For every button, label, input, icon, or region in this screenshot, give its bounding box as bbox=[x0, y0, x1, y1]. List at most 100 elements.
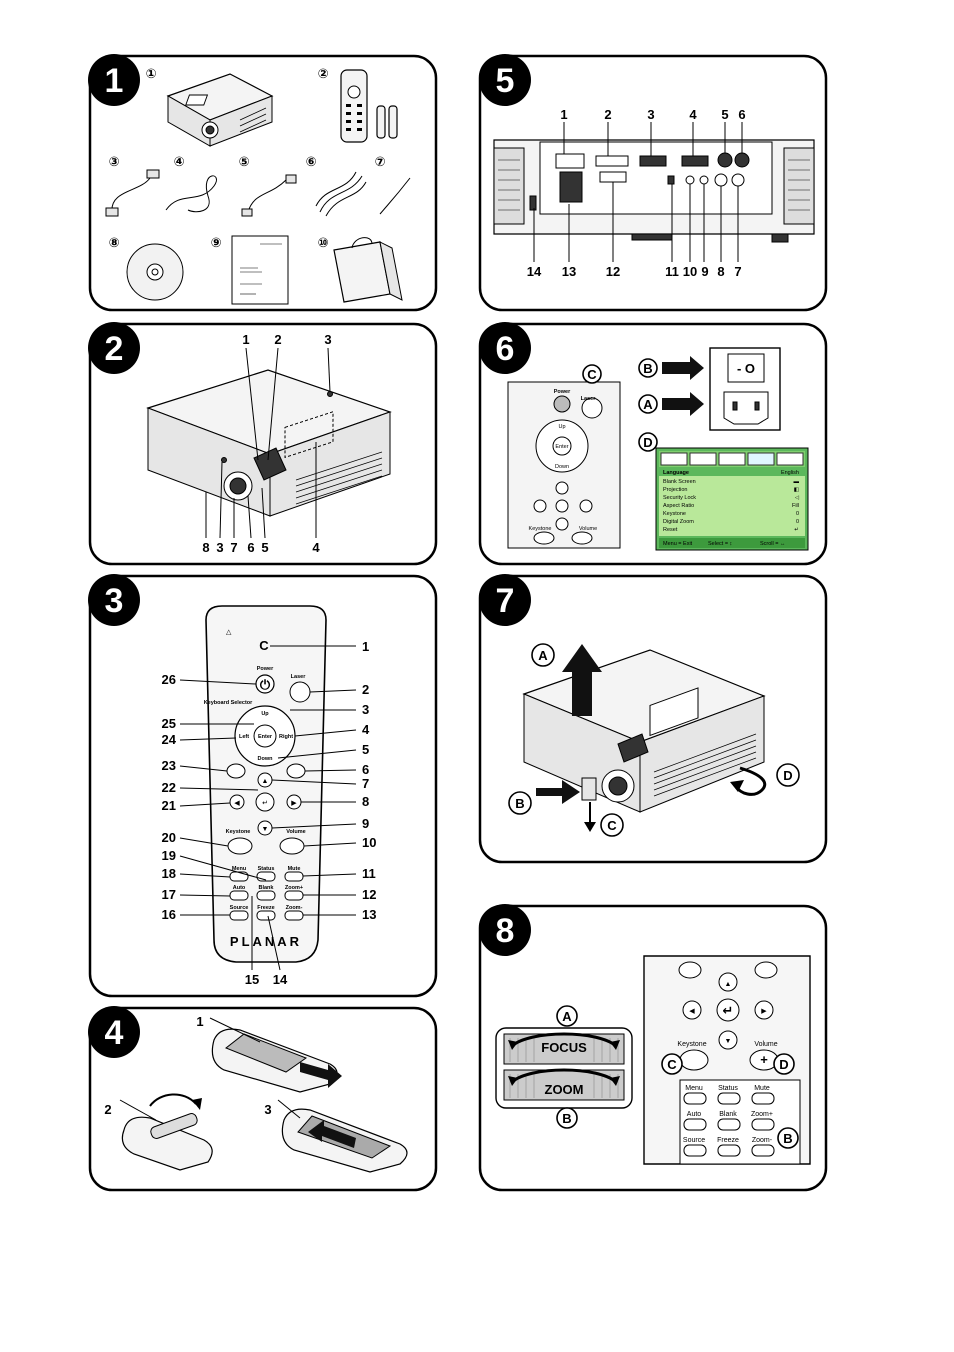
item-label-4: ④ bbox=[173, 154, 184, 169]
osd-footer-menu: Menu = Exit bbox=[663, 541, 693, 547]
osd-tab-installation-2[interactable] bbox=[776, 452, 804, 466]
remote-zoom-in-button[interactable] bbox=[284, 890, 304, 901]
zoom-out-button-8[interactable] bbox=[751, 1144, 775, 1157]
arrow-up-button[interactable] bbox=[718, 972, 738, 992]
osd-row-blank-screen[interactable]: Blank Screen bbox=[663, 479, 696, 485]
osd-row-digital-zoom[interactable]: Digital Zoom bbox=[663, 519, 694, 525]
svg-text:B: B bbox=[783, 1131, 792, 1146]
quick-start-card-illustration bbox=[231, 235, 289, 305]
remote-mute-label: Mute bbox=[288, 866, 301, 872]
item-label-8: ⑧ bbox=[108, 235, 119, 250]
osd-row-projection[interactable]: Projection bbox=[663, 487, 687, 493]
page-down-button[interactable] bbox=[754, 961, 778, 979]
enter-arrow-button[interactable] bbox=[555, 499, 569, 513]
mute-button-8[interactable] bbox=[751, 1092, 775, 1105]
auto-label-8: Auto bbox=[687, 1111, 702, 1118]
arrow-rotate-foot: D bbox=[730, 763, 800, 796]
battery-substep-2: 2 bbox=[104, 1102, 111, 1117]
remote-page-up-button[interactable] bbox=[226, 763, 246, 779]
freeze-button-8[interactable] bbox=[717, 1144, 741, 1157]
remote-freeze-button[interactable] bbox=[256, 910, 276, 921]
source-button-8[interactable] bbox=[683, 1144, 707, 1157]
status-button-8[interactable] bbox=[717, 1092, 741, 1105]
carrying-case-illustration bbox=[333, 237, 403, 303]
remote-auto-button[interactable] bbox=[229, 890, 249, 901]
remote-keystone-button[interactable] bbox=[227, 837, 253, 855]
remote-callout-12: 12 bbox=[362, 887, 376, 902]
callout-zoom-minus-b: B bbox=[777, 1127, 799, 1149]
osd-tabs bbox=[660, 452, 804, 466]
composite-cable-illustration bbox=[315, 171, 367, 217]
menu-button-8[interactable] bbox=[683, 1092, 707, 1105]
panel-3-left-callouts: 26 25 24 23 22 21 20 19 18 17 16 bbox=[162, 672, 177, 922]
remote-source-button[interactable] bbox=[229, 910, 249, 921]
overview-label-3-bottom: 3 bbox=[216, 540, 223, 555]
svg-text:▲: ▲ bbox=[725, 981, 732, 988]
remote-keystone-closeup-illustration: ▲ ◀ ↵ ▶ ▼ Keystone Volume + Menu Status … bbox=[643, 955, 811, 1165]
step-badge-7: 7 bbox=[479, 574, 531, 626]
remote-callout-23: 23 bbox=[162, 758, 176, 773]
blank-button-8[interactable] bbox=[717, 1118, 741, 1131]
item-label-2: ② bbox=[317, 66, 328, 81]
svg-text:▼: ▼ bbox=[262, 826, 269, 833]
remote-enter-label: Enter bbox=[258, 734, 273, 740]
remote-menu-button[interactable] bbox=[229, 871, 249, 882]
down-arrow-button[interactable] bbox=[555, 517, 569, 531]
arrow-left-button[interactable] bbox=[682, 1000, 702, 1020]
up-arrow-button[interactable] bbox=[555, 481, 569, 495]
remote-callout-21: 21 bbox=[162, 798, 176, 813]
osd-row-security-lock[interactable]: Security Lock bbox=[663, 495, 696, 501]
osd-tab-image[interactable] bbox=[660, 452, 688, 466]
power-button[interactable] bbox=[553, 395, 571, 413]
remote-volume-button[interactable] bbox=[279, 837, 305, 855]
osd-value-projection: ◧ bbox=[794, 487, 799, 493]
return-button[interactable] bbox=[716, 998, 740, 1022]
left-arrow-button[interactable] bbox=[533, 499, 547, 513]
enter-button[interactable] bbox=[552, 436, 572, 456]
svg-text:▼: ▼ bbox=[725, 1038, 732, 1045]
connector-label-11: 11 bbox=[665, 264, 679, 279]
remote-callout-10: 10 bbox=[362, 835, 376, 850]
osd-value-digital-zoom: 0 bbox=[796, 519, 799, 525]
remote-insert-battery-illustration bbox=[119, 1093, 213, 1171]
item-label-6: ⑥ bbox=[305, 154, 316, 169]
remote-keystone-label: Keystone bbox=[226, 829, 251, 835]
remote-blank-button[interactable] bbox=[256, 890, 276, 901]
laser-label: Laser bbox=[581, 396, 597, 402]
osd-value-blank-screen: ▬ bbox=[794, 479, 800, 485]
step-badge-4: 4 bbox=[88, 1006, 140, 1058]
remote-zoom-out-label: Zoom- bbox=[286, 905, 303, 911]
remote-status-label: Status bbox=[258, 866, 275, 872]
panel-5-leader-lines bbox=[533, 122, 743, 262]
osd-tab-video-audio[interactable] bbox=[718, 452, 746, 466]
page-up-button[interactable] bbox=[678, 961, 702, 979]
auto-button-8[interactable] bbox=[683, 1118, 707, 1131]
osd-tab-installation-1[interactable] bbox=[747, 452, 775, 466]
arrow-down-button[interactable] bbox=[718, 1030, 738, 1050]
remote-zoom-out-button[interactable] bbox=[284, 910, 304, 921]
osd-tab-computer[interactable] bbox=[689, 452, 717, 466]
osd-row-keystone[interactable]: Keystone bbox=[663, 511, 686, 517]
svg-text:D: D bbox=[643, 435, 652, 450]
laser-button[interactable] bbox=[581, 397, 603, 419]
keystone-button[interactable] bbox=[533, 531, 555, 545]
remote-function-buttons: Menu Status Mute Auto Blank Zoom+ Source… bbox=[229, 866, 304, 921]
right-arrow-button[interactable] bbox=[579, 499, 593, 513]
remote-mute-button[interactable] bbox=[284, 871, 304, 882]
remote-arrow-left-button[interactable] bbox=[229, 794, 245, 810]
svg-text:A: A bbox=[562, 1009, 572, 1024]
zoom-in-button-8[interactable] bbox=[751, 1118, 775, 1131]
remote-enter-button[interactable] bbox=[253, 724, 277, 748]
arrow-right-button[interactable] bbox=[754, 1000, 774, 1020]
osd-row-aspect-ratio[interactable]: Aspect Ratio bbox=[663, 503, 694, 509]
svg-text:A: A bbox=[538, 648, 548, 663]
volume-button[interactable] bbox=[571, 531, 593, 545]
zoom-in-label-8: Zoom+ bbox=[751, 1111, 773, 1118]
osd-row-reset[interactable]: Reset bbox=[663, 527, 678, 533]
remote-laser-button[interactable] bbox=[289, 681, 311, 703]
remote-page-down-button[interactable] bbox=[286, 763, 306, 779]
osd-row-language[interactable]: Language bbox=[663, 470, 689, 476]
keystone-button-8[interactable] bbox=[679, 1049, 709, 1071]
remote-callout-16: 16 bbox=[162, 907, 176, 922]
remote-return-button[interactable] bbox=[255, 792, 275, 812]
